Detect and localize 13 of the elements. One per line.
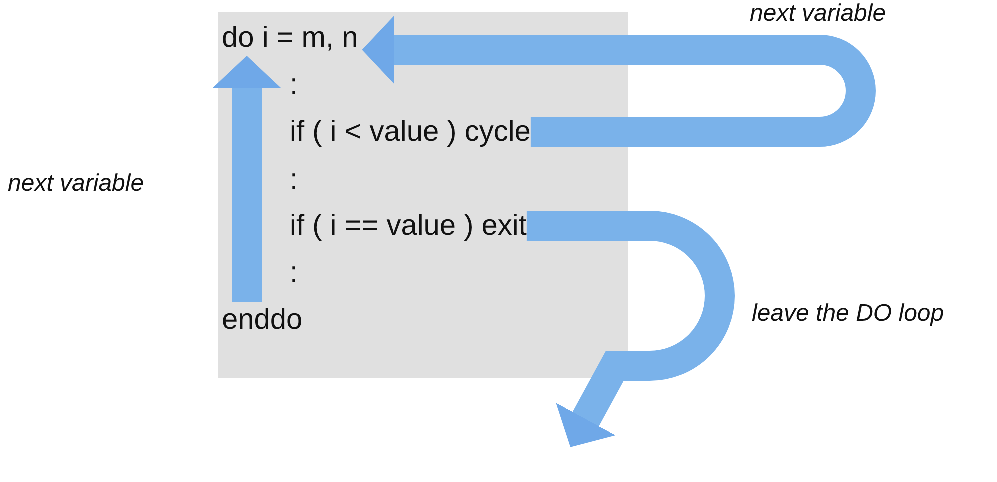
code-line: :: [290, 255, 298, 291]
arrow: [362, 16, 876, 147]
code-line: if ( i == value ) exit: [290, 208, 527, 244]
code-line: :: [290, 67, 298, 103]
edge-label: next variable: [750, 0, 886, 28]
code-line: :: [290, 162, 298, 198]
arrow: [526, 211, 735, 448]
code-line: enddo: [222, 302, 303, 338]
code-line: do i = m, n: [222, 20, 358, 56]
code-line: if ( i < value ) cycle: [290, 114, 531, 150]
edge-label: leave the DO loop: [752, 300, 944, 328]
edge-label: next variable: [8, 170, 144, 198]
arrow: [213, 56, 281, 302]
